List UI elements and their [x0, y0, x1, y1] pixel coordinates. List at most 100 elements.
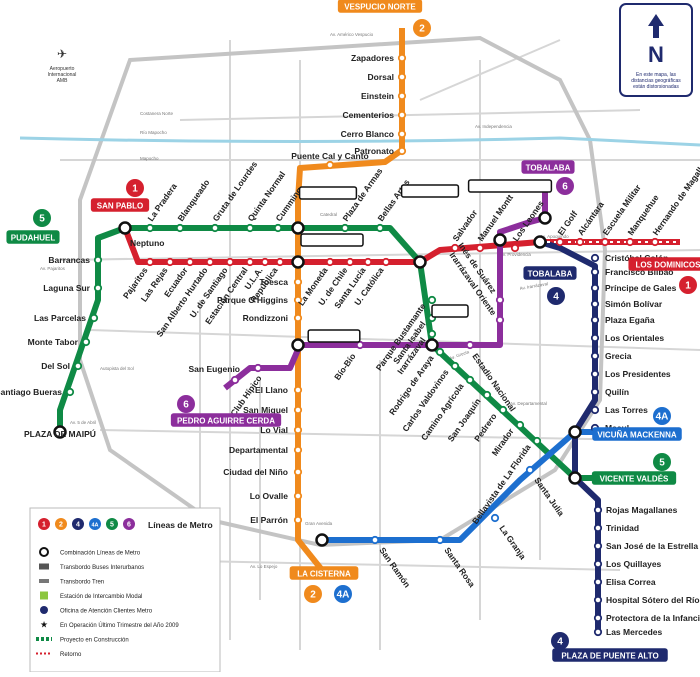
station-dot-l5t-4[interactable]	[273, 223, 283, 233]
terminal-box-pedro-aguirre-cerda[interactable]	[170, 413, 282, 427]
station-dot-l1e-2[interactable]	[510, 243, 520, 253]
station-dot-l2s-9[interactable]	[293, 515, 303, 525]
interchange-vicente-valdes[interactable]	[568, 471, 582, 485]
station-dot-puente-cal[interactable]	[325, 160, 335, 170]
station-dot-l6-4[interactable]	[495, 295, 505, 305]
terminal-box-nuble[interactable]	[431, 304, 469, 318]
station-dot-l5w-3[interactable]	[81, 337, 91, 347]
terminal-box-tobalaba-top[interactable]	[521, 160, 575, 174]
station-dot-l5se-7[interactable]	[498, 405, 508, 415]
terminal-box-p-de-valdivia[interactable]	[467, 179, 553, 193]
interchange-baquedano[interactable]	[413, 255, 427, 269]
station-dot-l2s-0[interactable]	[293, 277, 303, 287]
station-dot-l5se-3[interactable]	[435, 347, 445, 357]
station-dot-l5se-9[interactable]	[532, 436, 542, 446]
station-dot-l1e-1[interactable]	[475, 243, 485, 253]
terminal-box-pudahuel[interactable]	[6, 230, 60, 244]
station-dot-l5tr-1[interactable]	[375, 223, 385, 233]
station-dot-l4e-6[interactable]	[590, 351, 600, 361]
station-dot-l5se-0[interactable]	[427, 295, 437, 305]
station-dot-l5se-2[interactable]	[427, 329, 437, 339]
station-dot-l5w-2[interactable]	[89, 313, 99, 323]
interchange-san-pablo[interactable]	[118, 221, 132, 235]
interchange-la-cisterna[interactable]	[315, 533, 329, 547]
station-dot-l4e-2[interactable]	[590, 283, 600, 293]
station-dot-l4s-1[interactable]	[593, 523, 603, 533]
interchange-tobalaba[interactable]	[533, 235, 547, 249]
station-dot-l4s-5[interactable]	[593, 595, 603, 605]
station-dot-l5w-1[interactable]	[93, 283, 103, 293]
station-dot-l2s-3[interactable]	[293, 385, 303, 395]
interchange-p-de-valdivia[interactable]	[493, 233, 507, 247]
station-dot-l1d-1[interactable]	[165, 257, 175, 267]
station-dot-l5se-6[interactable]	[482, 390, 492, 400]
station-dot-l1e-6[interactable]	[625, 237, 635, 247]
station-dot-l2n-2[interactable]	[397, 91, 407, 101]
interchange-nuble[interactable]	[425, 338, 439, 352]
terminal-box-santa-ana[interactable]	[298, 186, 358, 200]
station-dot-l1m-1[interactable]	[345, 257, 355, 267]
station-dot-l1e-4[interactable]	[575, 237, 585, 247]
terminal-box-tobalaba[interactable]	[523, 266, 577, 280]
station-dot-l4e-9[interactable]	[590, 405, 600, 415]
station-dot-l1e-0[interactable]	[450, 243, 460, 253]
station-dot-l2s-7[interactable]	[293, 467, 303, 477]
station-dot-l5tr-0[interactable]	[340, 223, 350, 233]
station-dot-l5w-4[interactable]	[73, 361, 83, 371]
station-dot-l2n-5[interactable]	[397, 146, 407, 156]
station-dot-l4a-0[interactable]	[525, 465, 535, 475]
terminal-box-los-dominicos[interactable]	[628, 257, 700, 271]
station-dot-l4e-1[interactable]	[590, 267, 600, 277]
station-dot-l4e-4[interactable]	[590, 315, 600, 325]
terminal-box-la-cisterna[interactable]	[289, 566, 359, 580]
station-dot-l5se-5[interactable]	[465, 375, 475, 385]
station-dot-l4e-0[interactable]	[590, 253, 600, 263]
terminal-box-vicente-valdes[interactable]	[591, 471, 677, 485]
station-dot-l4s-3[interactable]	[593, 559, 603, 569]
station-dot-l5t-3[interactable]	[245, 223, 255, 233]
station-dot-l4s-7[interactable]	[593, 627, 603, 637]
terminal-box-plaza-de-puente-alto[interactable]	[552, 648, 668, 662]
station-dot-l2s-4[interactable]	[293, 405, 303, 415]
station-dot-l4a-3[interactable]	[370, 535, 380, 545]
station-dot-l5w-0[interactable]	[93, 255, 103, 265]
terminal-box-baquedano[interactable]	[400, 184, 460, 198]
station-dot-l1m-0[interactable]	[325, 257, 335, 267]
station-dot-l5se-4[interactable]	[450, 361, 460, 371]
station-dot-l2n-4[interactable]	[397, 129, 407, 139]
interchange-tobalaba-6[interactable]	[538, 211, 552, 225]
station-dot-l6-0[interactable]	[253, 363, 263, 373]
station-dot-l5t-1[interactable]	[175, 223, 185, 233]
station-dot-l1e-5[interactable]	[600, 237, 610, 247]
terminal-box-vicuna-mackenna[interactable]	[592, 427, 682, 441]
station-dot-l2s-5[interactable]	[293, 425, 303, 435]
station-dot-l2s-1[interactable]	[293, 295, 303, 305]
station-dot-l5w-5[interactable]	[65, 387, 75, 397]
station-dot-l4e-5[interactable]	[590, 333, 600, 343]
terminal-box-franklin[interactable]	[307, 329, 361, 343]
station-dot-l2s-2[interactable]	[293, 313, 303, 323]
station-dot-l2n-0[interactable]	[397, 53, 407, 63]
station-dot-l1d-5[interactable]	[245, 257, 255, 267]
station-dot-l4e-3[interactable]	[590, 299, 600, 309]
station-dot-l2s-6[interactable]	[293, 445, 303, 455]
interchange-los-heroes[interactable]	[291, 255, 305, 269]
station-dot-l6-3[interactable]	[465, 340, 475, 350]
station-dot-l4a-1[interactable]	[490, 513, 500, 523]
station-dot-l1m-3[interactable]	[381, 257, 391, 267]
station-dot-l1d-2[interactable]	[185, 257, 195, 267]
station-dot-l1d-7[interactable]	[275, 257, 285, 267]
station-dot-l1m-2[interactable]	[363, 257, 373, 267]
station-dot-l4e-8[interactable]	[590, 387, 600, 397]
terminal-box-los-heroes[interactable]	[300, 233, 364, 247]
station-dot-l4a-2[interactable]	[435, 535, 445, 545]
station-dot-l1d-6[interactable]	[260, 257, 270, 267]
station-dot-l2n-3[interactable]	[397, 110, 407, 120]
station-dot-l1d-3[interactable]	[205, 257, 215, 267]
interchange-vicuna-mackenna[interactable]	[568, 425, 582, 439]
interchange-plaza-de-maipu[interactable]	[53, 425, 67, 439]
interchange-franklin[interactable]	[291, 338, 305, 352]
station-dot-l6-5[interactable]	[495, 315, 505, 325]
station-dot-l1e-7[interactable]	[650, 237, 660, 247]
station-dot-l4s-6[interactable]	[593, 613, 603, 623]
